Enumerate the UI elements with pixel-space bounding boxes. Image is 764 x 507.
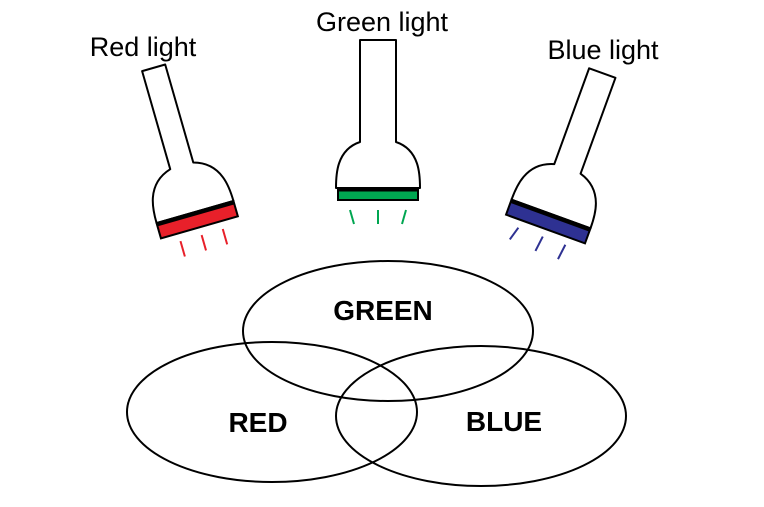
blue-circle	[335, 345, 627, 487]
red-flashlight: Red light	[90, 32, 240, 257]
blue-circle-label: BLUE	[466, 406, 542, 437]
red-circle	[126, 341, 418, 483]
blue-flashlight-body	[510, 67, 617, 230]
green-flashlight-body	[335, 39, 421, 189]
green-light-rays	[349, 209, 407, 225]
green-circle-label: GREEN	[333, 295, 433, 326]
blue-light-label: Blue light	[547, 35, 659, 65]
blue-flashlight: Blue light	[504, 35, 659, 260]
red-flashlight-body	[141, 63, 235, 225]
venn-diagram: GREEN RED BLUE	[126, 260, 627, 487]
blue-light-rays	[509, 227, 567, 260]
red-light-label: Red light	[90, 32, 197, 62]
green-circle	[242, 260, 534, 402]
green-flashlight: Green light	[316, 7, 449, 225]
red-light-rays	[179, 228, 229, 257]
green-light-label: Green light	[316, 7, 449, 37]
red-circle-label: RED	[228, 407, 287, 438]
